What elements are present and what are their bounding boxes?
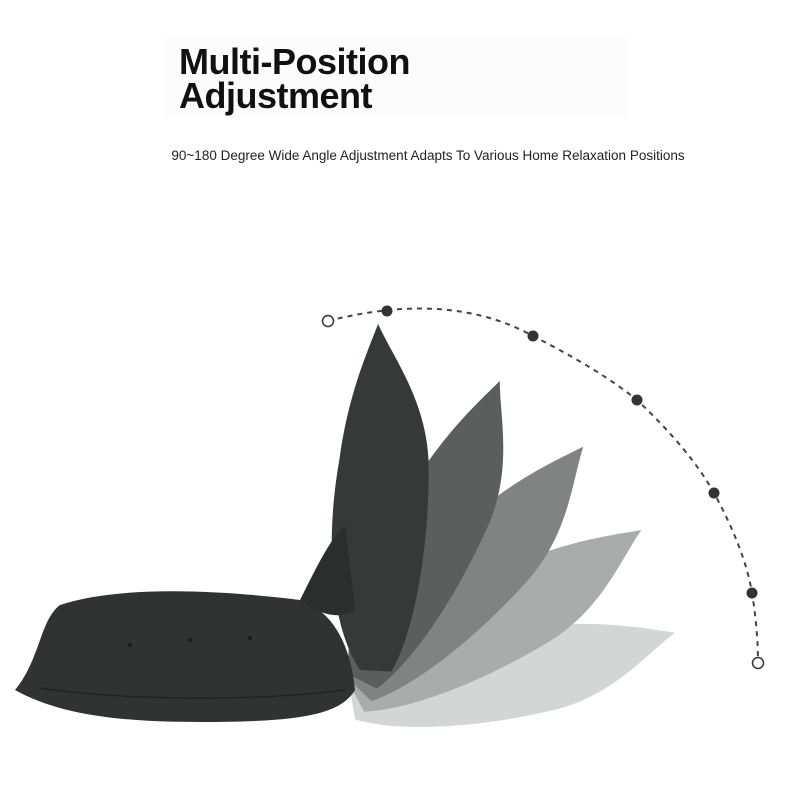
subtitle: 90~180 Degree Wide Angle Adjustment Adap… [171, 148, 685, 163]
arc-dot [631, 394, 643, 406]
title-line-1: Multi-Position [179, 41, 410, 82]
arc-dot [746, 587, 758, 599]
arc-dot [381, 305, 393, 317]
title-line-2: Adjustment [179, 75, 373, 116]
arc-dot [708, 487, 720, 499]
arc-dot [527, 330, 539, 342]
arc-end-marker [751, 656, 765, 670]
title-background [165, 38, 630, 118]
page-title: Multi-Position Adjustment [179, 44, 410, 116]
seat-cushion [15, 591, 355, 722]
arc-start-marker [321, 314, 335, 328]
